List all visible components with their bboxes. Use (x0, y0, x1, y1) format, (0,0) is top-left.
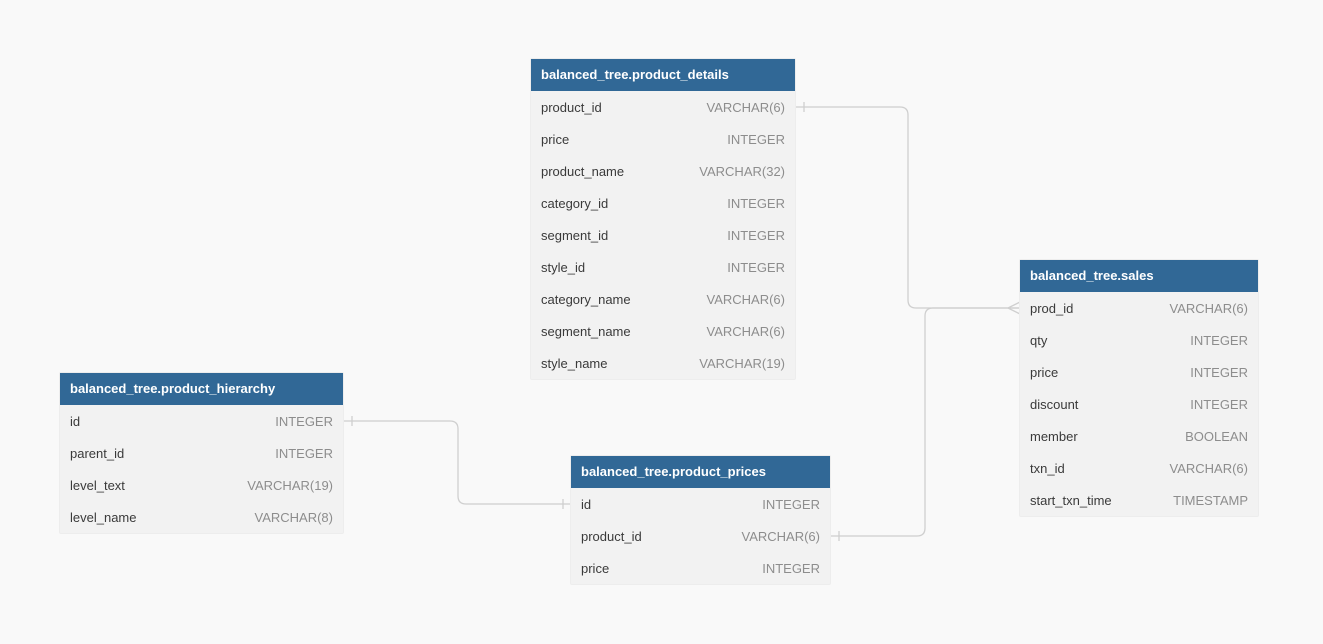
column-row-level-text[interactable]: level_text VARCHAR(19) (60, 469, 343, 501)
column-type: INTEGER (275, 413, 333, 429)
column-type: VARCHAR(6) (741, 528, 821, 544)
column-row-style-id[interactable]: style_id INTEGER (531, 251, 795, 283)
connector-product-details-to-sales[interactable] (796, 106, 1020, 309)
column-row-product-name[interactable]: product_name VARCHAR(32) (531, 155, 795, 187)
column-row-txn-id[interactable]: txn_id VARCHAR(6) (1020, 452, 1258, 484)
column-name: discount (1030, 396, 1079, 412)
column-name: prod_id (1030, 300, 1074, 316)
table-product-details[interactable]: balanced_tree.product_details product_id… (531, 59, 795, 379)
column-type: VARCHAR(6) (1169, 460, 1249, 476)
column-type: INTEGER (727, 131, 785, 147)
column-row-member[interactable]: member BOOLEAN (1020, 420, 1258, 452)
column-row-category-name[interactable]: category_name VARCHAR(6) (531, 283, 795, 315)
column-row-price[interactable]: price INTEGER (1020, 356, 1258, 388)
column-row-prod-id[interactable]: prod_id VARCHAR(6) (1020, 292, 1258, 324)
connector-hierarchy-to-prices[interactable] (344, 420, 571, 505)
column-type: VARCHAR(19) (247, 477, 333, 493)
column-name: price (581, 560, 610, 576)
column-name: segment_id (541, 227, 609, 243)
column-type: VARCHAR(6) (706, 323, 786, 339)
many-marker (1007, 301, 1021, 315)
column-name: product_name (541, 163, 625, 179)
column-type: BOOLEAN (1185, 428, 1248, 444)
column-name: price (541, 131, 570, 147)
column-row-level-name[interactable]: level_name VARCHAR(8) (60, 501, 343, 533)
column-type: INTEGER (1190, 364, 1248, 380)
column-type: INTEGER (1190, 332, 1248, 348)
column-type: INTEGER (727, 259, 785, 275)
column-type: INTEGER (762, 560, 820, 576)
table-header[interactable]: balanced_tree.product_details (531, 59, 795, 91)
column-row-segment-id[interactable]: segment_id INTEGER (531, 219, 795, 251)
column-type: VARCHAR(6) (1169, 300, 1249, 316)
column-row-style-name[interactable]: style_name VARCHAR(19) (531, 347, 795, 379)
column-name: category_name (541, 291, 631, 307)
column-row-price[interactable]: price INTEGER (571, 552, 830, 584)
column-type: INTEGER (762, 496, 820, 512)
column-row-segment-name[interactable]: segment_name VARCHAR(6) (531, 315, 795, 347)
column-type: INTEGER (1190, 396, 1248, 412)
column-name: product_id (541, 99, 602, 115)
table-header[interactable]: balanced_tree.product_prices (571, 456, 830, 488)
column-type: VARCHAR(8) (254, 509, 334, 525)
column-row-product-id[interactable]: product_id VARCHAR(6) (531, 91, 795, 123)
column-name: category_id (541, 195, 609, 211)
column-type: VARCHAR(6) (706, 99, 786, 115)
column-type: VARCHAR(19) (699, 355, 785, 371)
table-header[interactable]: balanced_tree.sales (1020, 260, 1258, 292)
column-type: TIMESTAMP (1173, 492, 1248, 508)
column-name: member (1030, 428, 1078, 444)
column-type: INTEGER (275, 445, 333, 461)
column-name: price (1030, 364, 1059, 380)
connector-product-prices-to-sales[interactable] (831, 307, 1020, 537)
table-header[interactable]: balanced_tree.product_hierarchy (60, 373, 343, 405)
column-row-discount[interactable]: discount INTEGER (1020, 388, 1258, 420)
column-type: VARCHAR(6) (706, 291, 786, 307)
column-row-product-id[interactable]: product_id VARCHAR(6) (571, 520, 830, 552)
column-type: INTEGER (727, 227, 785, 243)
column-name: start_txn_time (1030, 492, 1112, 508)
column-row-id[interactable]: id INTEGER (571, 488, 830, 520)
column-row-qty[interactable]: qty INTEGER (1020, 324, 1258, 356)
column-name: style_name (541, 355, 608, 371)
column-name: segment_name (541, 323, 631, 339)
column-row-id[interactable]: id INTEGER (60, 405, 343, 437)
column-name: txn_id (1030, 460, 1065, 476)
column-row-category-id[interactable]: category_id INTEGER (531, 187, 795, 219)
column-name: parent_id (70, 445, 125, 461)
column-row-start-txn-time[interactable]: start_txn_time TIMESTAMP (1020, 484, 1258, 516)
column-name: style_id (541, 259, 586, 275)
column-row-parent-id[interactable]: parent_id INTEGER (60, 437, 343, 469)
column-row-price[interactable]: price INTEGER (531, 123, 795, 155)
column-name: level_name (70, 509, 137, 525)
column-type: INTEGER (727, 195, 785, 211)
column-name: id (581, 496, 592, 512)
column-type: VARCHAR(32) (699, 163, 785, 179)
column-name: level_text (70, 477, 125, 493)
column-name: qty (1030, 332, 1048, 348)
column-name: product_id (581, 528, 642, 544)
column-name: id (70, 413, 81, 429)
